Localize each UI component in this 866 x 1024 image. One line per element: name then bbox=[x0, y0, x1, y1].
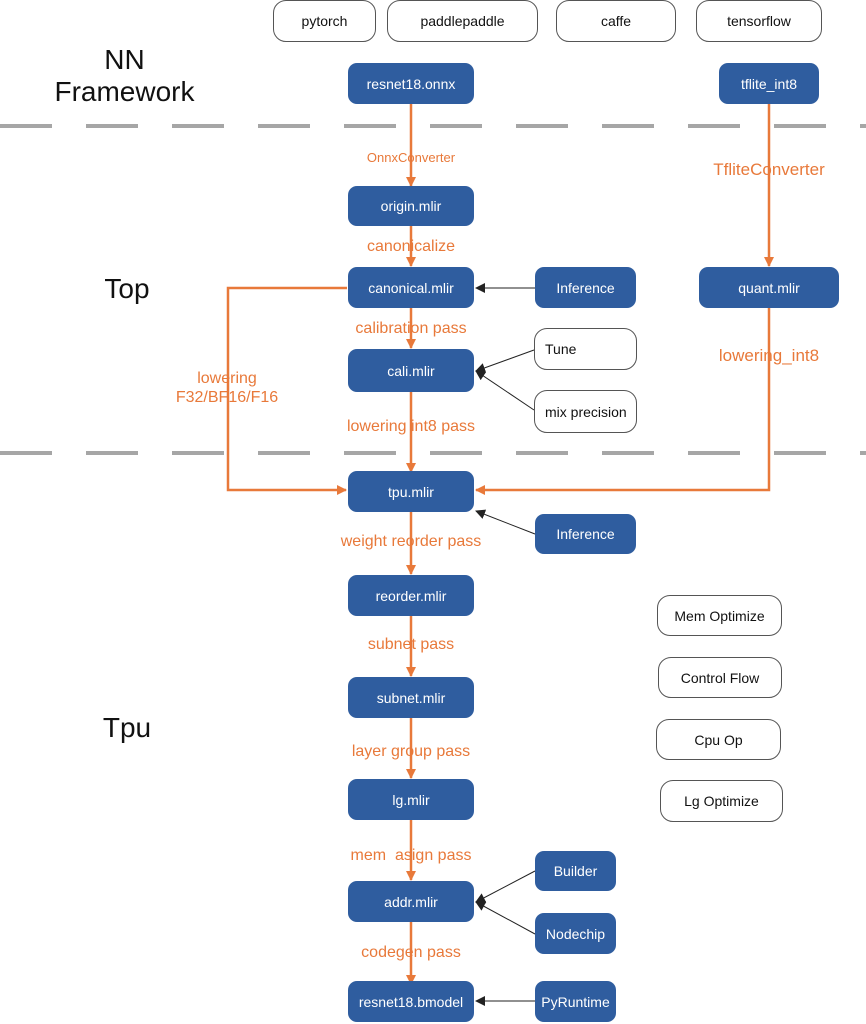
label-canonicalize: canonicalize bbox=[366, 238, 456, 255]
label-weight-reorder-pass: weight reorder pass bbox=[340, 533, 482, 550]
arrow-quant-tpu bbox=[475, 308, 771, 495]
node-resnet18-bmodel[interactable]: resnet18.bmodel bbox=[348, 981, 474, 1022]
opt-control-flow[interactable]: Control Flow bbox=[658, 657, 782, 698]
arrow-builder-addr bbox=[475, 870, 536, 903]
node-tune[interactable]: Tune bbox=[534, 328, 637, 370]
arrow-tune-cali bbox=[475, 349, 535, 373]
arrow-inference-tpu bbox=[475, 509, 536, 535]
node-tpu-mlir[interactable]: tpu.mlir bbox=[348, 471, 474, 512]
node-origin-mlir[interactable]: origin.mlir bbox=[348, 186, 474, 226]
label-codegen-pass: codegen pass bbox=[361, 944, 461, 961]
node-inference-tpu[interactable]: Inference bbox=[535, 514, 636, 554]
node-lg-mlir[interactable]: lg.mlir bbox=[348, 779, 474, 820]
framework-tensorflow[interactable]: tensorflow bbox=[696, 0, 822, 42]
node-builder[interactable]: Builder bbox=[535, 851, 616, 891]
opt-mem-optimize[interactable]: Mem Optimize bbox=[657, 595, 782, 636]
node-tflite-int8[interactable]: tflite_int8 bbox=[719, 63, 819, 104]
label-lowering-f32: lowering F32/BF16/F16 bbox=[176, 369, 278, 407]
label-mem-asign-pass: mem asign pass bbox=[350, 847, 472, 864]
opt-lg-optimize[interactable]: Lg Optimize bbox=[660, 780, 783, 822]
section-nn-line2: Framework bbox=[54, 76, 195, 108]
label-subnet-pass: subnet pass bbox=[367, 636, 455, 653]
node-inference-top[interactable]: Inference bbox=[535, 267, 636, 308]
arrow-canonical-tpu-float bbox=[226, 286, 347, 495]
section-nn-framework: NN Framework bbox=[52, 44, 197, 108]
label-lowering-f32-line2: F32/BF16/F16 bbox=[175, 389, 279, 407]
node-cali-mlir[interactable]: cali.mlir bbox=[348, 349, 474, 392]
node-mix-precision[interactable]: mix precision bbox=[534, 390, 637, 433]
node-subnet-mlir[interactable]: subnet.mlir bbox=[348, 677, 474, 718]
section-nn-line1: NN bbox=[104, 44, 145, 75]
label-lowering-int8-pass: lowering int8 pass bbox=[346, 418, 476, 435]
opt-cpu-op[interactable]: Cpu Op bbox=[656, 719, 781, 760]
label-calibration-pass: calibration pass bbox=[355, 320, 467, 337]
node-reorder-mlir[interactable]: reorder.mlir bbox=[348, 575, 474, 616]
label-onnx-converter: OnnxConverter bbox=[366, 150, 456, 165]
node-nodechip[interactable]: Nodechip bbox=[535, 913, 616, 954]
label-lowering-int8: lowering_int8 bbox=[718, 346, 820, 365]
arrow-nodechip-addr bbox=[475, 901, 536, 935]
label-layer-group-pass: layer group pass bbox=[351, 743, 471, 760]
node-addr-mlir[interactable]: addr.mlir bbox=[348, 881, 474, 922]
framework-paddlepaddle[interactable]: paddlepaddle bbox=[387, 0, 538, 42]
node-quant-mlir[interactable]: quant.mlir bbox=[699, 267, 839, 308]
framework-caffe[interactable]: caffe bbox=[556, 0, 676, 42]
arrow-mix-cali bbox=[475, 370, 535, 411]
node-resnet18-onnx[interactable]: resnet18.onnx bbox=[348, 63, 474, 104]
section-tpu: Tpu bbox=[102, 712, 152, 743]
label-lowering-f32-line1: lowering bbox=[197, 370, 257, 387]
node-pyruntime[interactable]: PyRuntime bbox=[535, 981, 616, 1022]
section-top: Top bbox=[104, 273, 150, 304]
framework-pytorch[interactable]: pytorch bbox=[273, 0, 376, 42]
node-canonical-mlir[interactable]: canonical.mlir bbox=[348, 267, 474, 308]
label-tflite-converter: TfliteConverter bbox=[713, 160, 825, 179]
